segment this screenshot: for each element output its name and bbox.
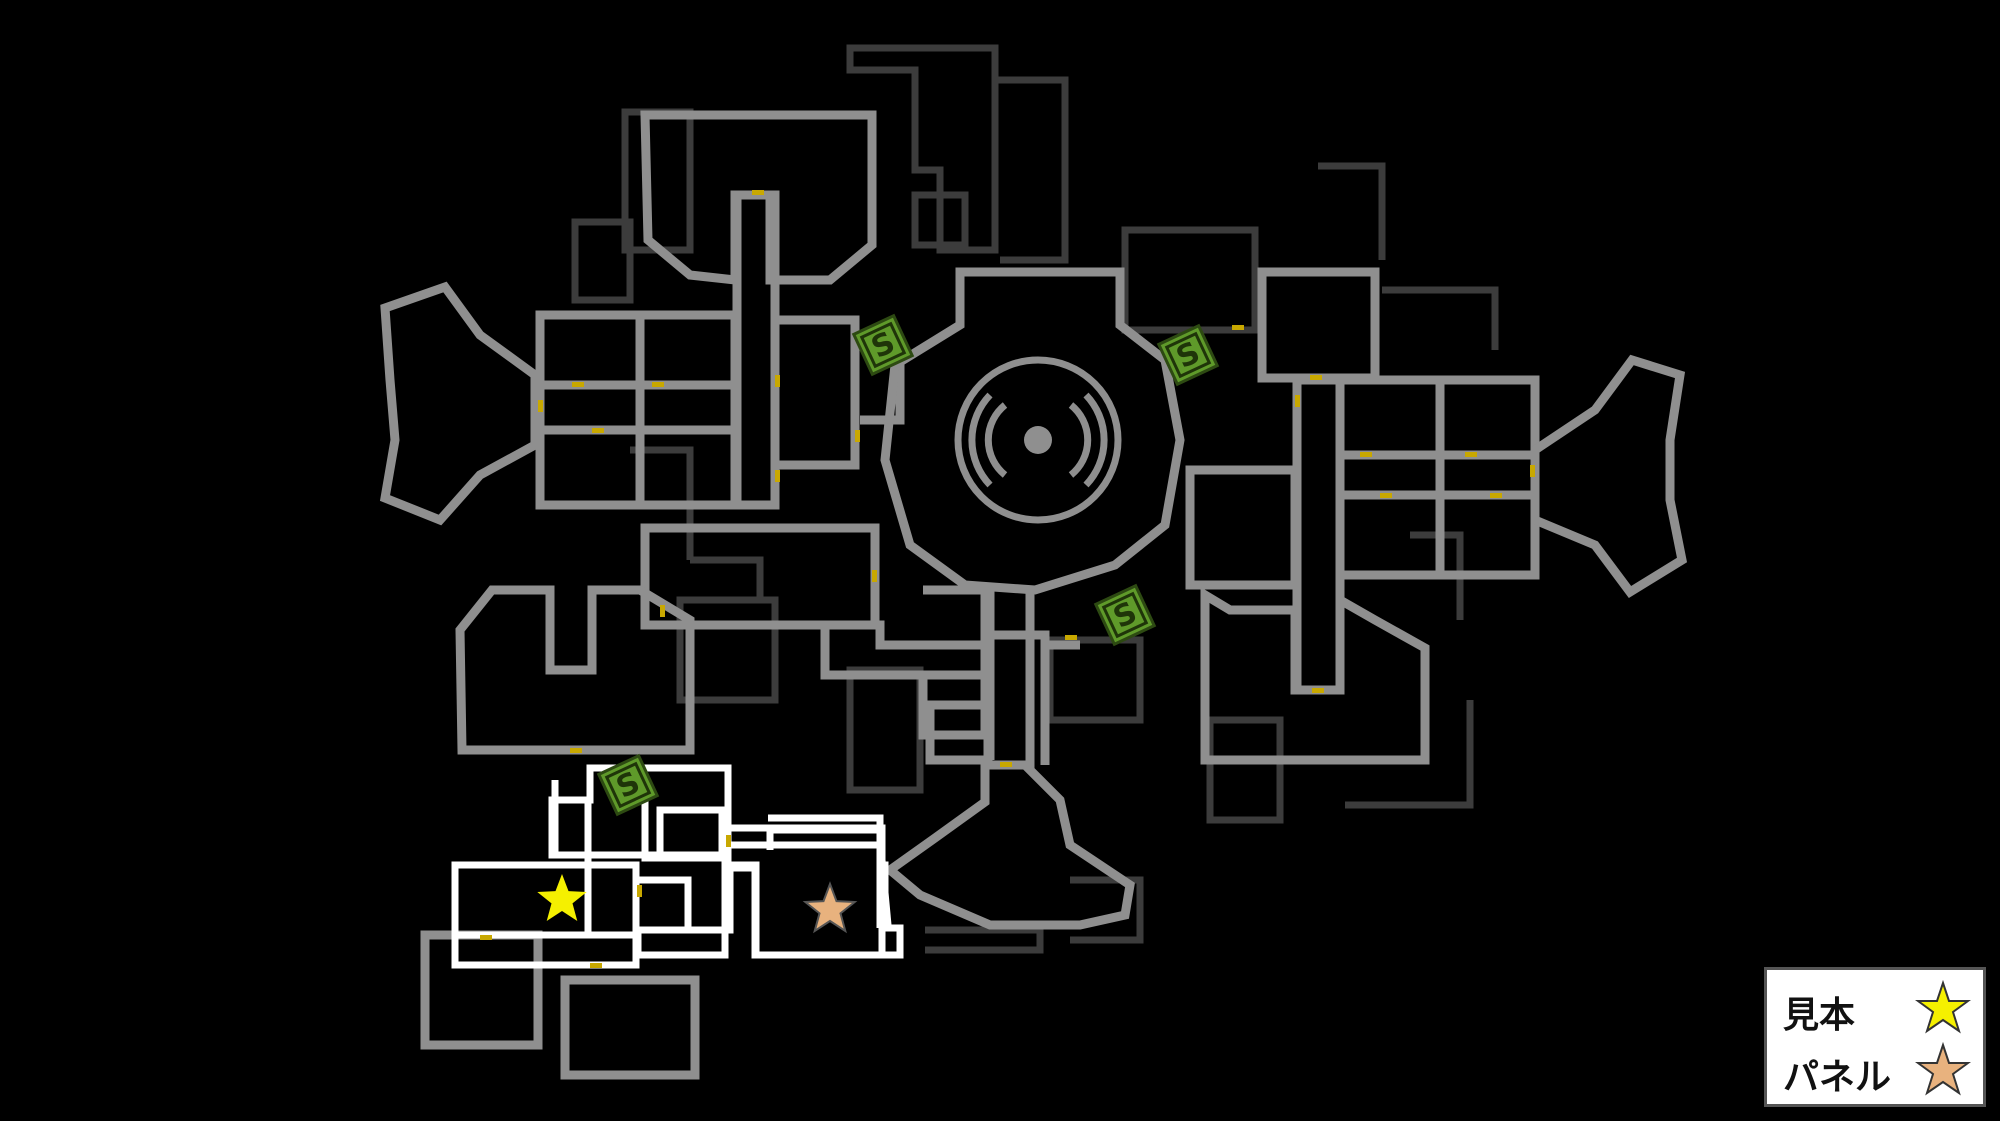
orange-star-icon bbox=[1915, 1042, 1971, 1096]
legend: 見本 パネル bbox=[1764, 967, 1986, 1107]
central-ring bbox=[954, 356, 1122, 524]
doors bbox=[480, 190, 1535, 968]
current-area-rooms bbox=[451, 780, 892, 969]
yellow-star-icon bbox=[537, 874, 587, 921]
explored-rooms bbox=[379, 110, 1688, 1080]
save-point-icon: S bbox=[596, 753, 660, 817]
save-point-icon: S bbox=[1093, 583, 1157, 647]
save-point-icon: S bbox=[1156, 323, 1220, 387]
legend-label-sample: 見本 bbox=[1783, 995, 1856, 1036]
save-point-icon: S bbox=[851, 313, 915, 377]
legend-item-sample: 見本 bbox=[1767, 978, 1983, 1038]
save-points: S S S S bbox=[596, 313, 1220, 817]
central-core bbox=[1024, 426, 1052, 454]
legend-item-panel: パネル bbox=[1767, 1040, 1983, 1100]
legend-label-panel: パネル bbox=[1783, 1057, 1892, 1098]
map-markers bbox=[537, 874, 858, 934]
yellow-star-icon bbox=[1915, 980, 1971, 1034]
background-rooms bbox=[571, 44, 1499, 954]
orange-star-icon bbox=[802, 881, 858, 934]
